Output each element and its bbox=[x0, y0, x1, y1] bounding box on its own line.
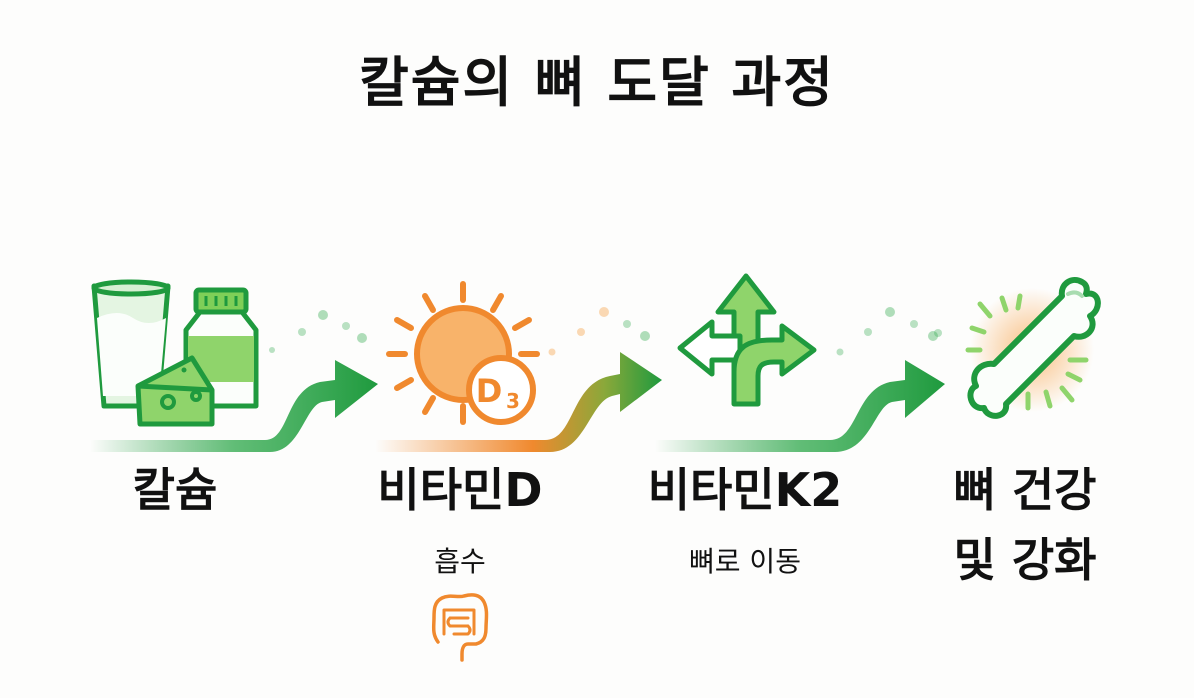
step-label-vitamin-d: 비타민D bbox=[377, 463, 543, 517]
milk-cheese-supplement-icon bbox=[91, 279, 259, 427]
step-sub-absorption: 흡수 bbox=[434, 545, 486, 578]
step-label-bone-line2: 및 강화 bbox=[953, 533, 1097, 587]
direction-arrows-icon bbox=[677, 273, 817, 407]
sun-d3-icon: D 3 bbox=[386, 281, 540, 425]
step-label-vitamin-k2: 비타민K2 bbox=[647, 463, 843, 517]
flow-arrows bbox=[90, 307, 945, 452]
particles bbox=[269, 307, 942, 356]
step-label-bone-line1: 뼈 건강 bbox=[953, 463, 1097, 517]
step-label-calcium: 칼슘 bbox=[132, 463, 218, 517]
svg-text:3: 3 bbox=[506, 389, 520, 413]
svg-text:D: D bbox=[476, 372, 503, 410]
glowing-bone-icon bbox=[965, 276, 1101, 419]
intestine-icon bbox=[431, 593, 489, 662]
step-sub-move-to-bone: 뼈로 이동 bbox=[689, 545, 801, 578]
page-title: 칼슘의 뼈 도달 과정 bbox=[359, 51, 835, 114]
